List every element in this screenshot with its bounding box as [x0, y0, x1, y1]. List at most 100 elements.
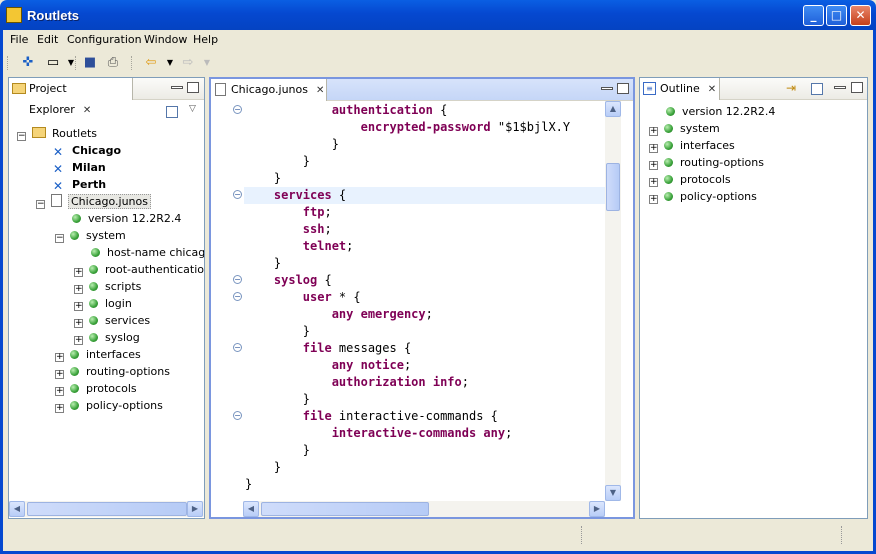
fold-toggle-icon[interactable]: −: [233, 292, 242, 301]
expand-icon[interactable]: +: [74, 335, 83, 345]
minimize-view-icon[interactable]: [171, 86, 183, 89]
outline-item[interactable]: +policy-options: [649, 188, 757, 205]
collapse-all-icon[interactable]: [166, 106, 178, 118]
outline-item[interactable]: +interfaces: [649, 137, 735, 154]
tree-item[interactable]: ✕Chicago: [36, 142, 121, 159]
close-tab-icon[interactable]: ✕: [315, 85, 325, 96]
editor-hscrollbar[interactable]: ◀ ▶: [243, 501, 605, 517]
scroll-right-icon[interactable]: ▶: [589, 501, 605, 517]
tree-item[interactable]: − Chicago.junos: [36, 193, 151, 210]
close-tab-icon[interactable]: ✕: [707, 84, 717, 95]
new-router-icon[interactable]: ✜: [22, 55, 34, 70]
tree-item[interactable]: +policy-options: [55, 397, 163, 414]
code-editor[interactable]: − authentication { encrypted-password "$…: [211, 102, 605, 502]
tree-item[interactable]: +routing-options: [55, 363, 170, 380]
tree-item[interactable]: −system: [55, 227, 126, 244]
tree-item[interactable]: +root-authentication: [74, 261, 204, 278]
tree-item[interactable]: +services: [74, 312, 150, 329]
maximize-view-icon[interactable]: [187, 82, 199, 93]
expand-icon[interactable]: +: [649, 126, 658, 136]
expand-icon[interactable]: +: [55, 403, 64, 413]
collapse-icon[interactable]: −: [36, 199, 45, 209]
expand-icon[interactable]: +: [649, 177, 658, 187]
outline-header: ≡ Outline✕ ⇥: [640, 78, 867, 100]
expand-icon[interactable]: +: [649, 194, 658, 204]
close-button[interactable]: ✕: [850, 5, 871, 26]
expand-icon[interactable]: +: [649, 143, 658, 153]
outline-item[interactable]: +routing-options: [649, 154, 764, 171]
tree-item[interactable]: host-name chicago: [74, 244, 204, 261]
tree-item[interactable]: +interfaces: [55, 346, 141, 363]
forward-dropdown-icon[interactable]: ▼: [203, 58, 211, 67]
maximize-button[interactable]: □: [826, 5, 847, 26]
expand-icon[interactable]: +: [74, 301, 83, 311]
scroll-thumb[interactable]: [27, 502, 187, 516]
expand-icon[interactable]: +: [55, 386, 64, 396]
tree-item[interactable]: −Routlets: [17, 125, 97, 142]
tree-item[interactable]: +login: [74, 295, 132, 312]
scroll-right-icon[interactable]: ▶: [187, 501, 203, 517]
save-icon[interactable]: ■: [83, 55, 97, 70]
menu-configuration[interactable]: Configuration: [67, 33, 142, 46]
scroll-thumb[interactable]: [261, 502, 429, 516]
maximize-view-icon[interactable]: [617, 83, 629, 94]
fold-toggle-icon[interactable]: −: [233, 105, 242, 114]
scroll-left-icon[interactable]: ◀: [243, 501, 259, 517]
editor-vscrollbar[interactable]: ▲ ▼: [605, 101, 621, 501]
forward-arrow-icon[interactable]: ⇨: [182, 55, 194, 70]
expand-icon[interactable]: +: [649, 160, 658, 170]
menu-edit[interactable]: Edit: [37, 33, 59, 46]
collapse-all-icon[interactable]: [811, 83, 823, 95]
fold-toggle-icon[interactable]: −: [233, 411, 242, 420]
outline-item[interactable]: +system: [649, 120, 720, 137]
minimize-view-icon[interactable]: [601, 87, 613, 90]
tree-item[interactable]: +syslog: [74, 329, 140, 346]
scroll-left-icon[interactable]: ◀: [9, 501, 25, 517]
expand-icon[interactable]: +: [74, 318, 83, 328]
collapse-icon[interactable]: −: [17, 131, 26, 141]
code-text: }: [273, 171, 282, 185]
tree-item-label: Chicago.junos: [68, 194, 151, 209]
outline-item[interactable]: + protocols: [649, 171, 731, 188]
view-menu-icon[interactable]: ▽: [189, 104, 196, 114]
scroll-thumb[interactable]: [606, 163, 620, 211]
code-line: }: [245, 136, 339, 153]
expand-icon[interactable]: +: [55, 352, 64, 362]
fold-toggle-icon[interactable]: −: [233, 275, 242, 284]
outline-item-label: protocols: [680, 173, 731, 186]
tree-item[interactable]: +protocols: [55, 380, 137, 397]
menu-window[interactable]: Window: [144, 33, 188, 46]
tree-item[interactable]: ✕Perth: [36, 176, 106, 193]
code-line: ftp;: [245, 204, 332, 221]
tab-outline[interactable]: ≡ Outline✕: [640, 78, 720, 100]
minimize-view-icon[interactable]: [834, 86, 846, 89]
link-editor-icon[interactable]: ⇥: [786, 81, 797, 95]
menu-file[interactable]: File: [10, 33, 29, 46]
scroll-up-icon[interactable]: ▲: [605, 101, 621, 117]
expand-icon[interactable]: +: [74, 267, 83, 277]
expand-icon[interactable]: +: [74, 284, 83, 294]
maximize-view-icon[interactable]: [851, 82, 863, 93]
project-explorer-hscrollbar[interactable]: ◀ ▶: [9, 501, 204, 517]
fold-toggle-icon[interactable]: −: [233, 190, 242, 199]
back-dropdown-icon[interactable]: ▼: [166, 58, 174, 67]
new-file-icon[interactable]: ▭: [46, 55, 60, 70]
minimize-button[interactable]: _: [803, 5, 824, 26]
tree-item[interactable]: ✕Milan: [36, 159, 106, 176]
outline-item[interactable]: version 12.2R2.4: [649, 103, 775, 120]
expand-icon[interactable]: +: [55, 369, 64, 379]
tab-project-explorer[interactable]: Project Explorer✕: [9, 78, 133, 116]
code-indent: [245, 154, 303, 168]
tree-item[interactable]: version 12.2R2.4: [55, 210, 181, 227]
fold-toggle-icon[interactable]: −: [233, 343, 242, 352]
close-tab-icon[interactable]: ✕: [82, 105, 92, 116]
dropdown-arrow-icon[interactable]: ▼: [67, 58, 75, 67]
menu-help[interactable]: Help: [193, 33, 219, 46]
scroll-down-icon[interactable]: ▼: [605, 485, 621, 501]
tree-item[interactable]: +scripts: [74, 278, 141, 295]
print-icon[interactable]: ⎙: [107, 55, 119, 70]
tab-chicago-junos[interactable]: Chicago.junos✕: [211, 79, 327, 101]
collapse-icon[interactable]: −: [55, 233, 64, 243]
back-arrow-icon[interactable]: ⇦: [145, 55, 157, 70]
